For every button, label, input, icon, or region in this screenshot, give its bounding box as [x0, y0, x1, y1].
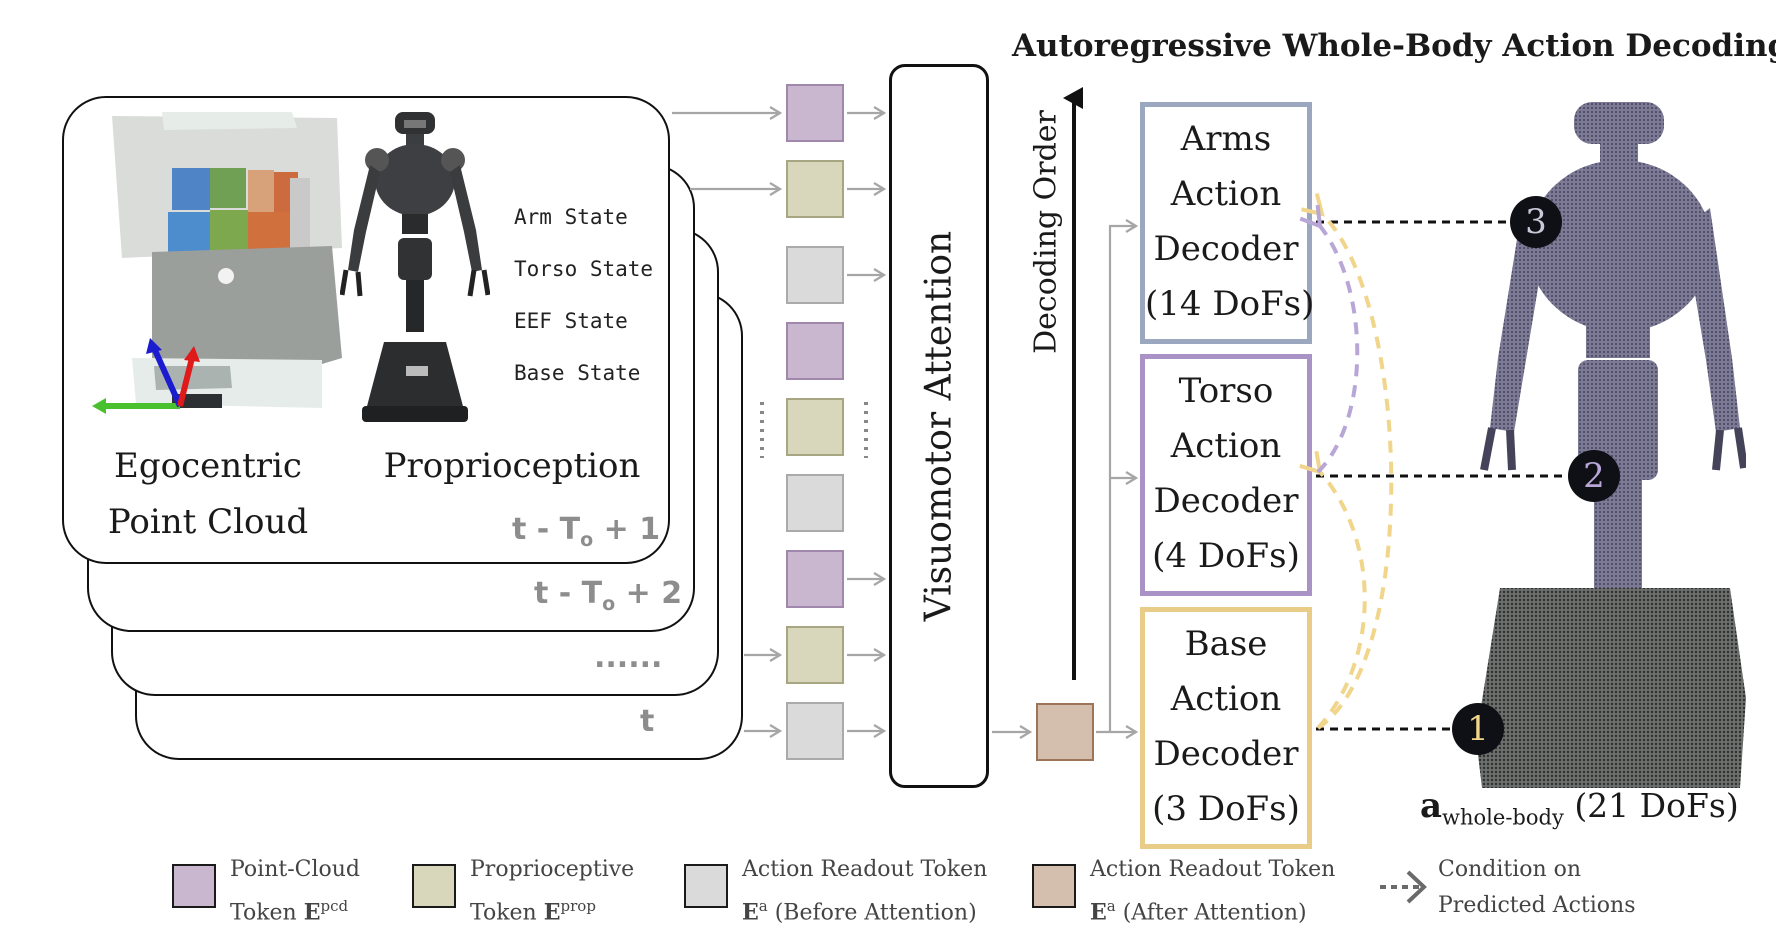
legend-swatch-action-after	[1032, 864, 1076, 908]
frame-label-ellipsis: ......	[594, 640, 663, 675]
whole-body-subscript: whole-body	[1442, 805, 1564, 830]
torso-decoder-line1: Torso	[1178, 371, 1274, 411]
legend-after-line2: Ea (After Attention)	[1090, 888, 1335, 931]
legend-before-line2: Ea (Before Attention)	[742, 888, 987, 931]
base-decoder-line2: Action	[1170, 679, 1282, 719]
visuomotor-attention-label: Visuomotor Attention	[918, 230, 960, 622]
legend-pcd-line2: Token Epcd	[230, 888, 360, 931]
state-label-eef: EEF State	[514, 309, 628, 333]
legend-item-action-before: Action Readout Token Ea (Before Attentio…	[742, 852, 987, 931]
legend-prop-line1: Proprioceptive	[470, 857, 635, 882]
legend-before-symbol: E	[742, 899, 759, 926]
visuomotor-attention-block: Visuomotor Attention	[889, 64, 989, 788]
legend-prop-sup: prop	[560, 897, 596, 915]
legend-swatch-action-before	[684, 864, 728, 908]
legend-condition-line1: Condition on	[1438, 857, 1582, 882]
frame-label-t-minus-To-plus-1: t - To + 1	[512, 512, 660, 551]
legend-prop-symbol: E	[543, 899, 561, 926]
decoding-order-label: Decoding Order	[1028, 110, 1064, 354]
legend-before-sup: a	[758, 897, 768, 915]
arms-decoder-line2: Action	[1170, 174, 1282, 214]
caption-proprioception: Proprioception	[383, 446, 641, 486]
legend-swatch-prop	[412, 864, 456, 908]
base-decoder-line1: Base	[1184, 624, 1268, 664]
whole-body-dofs: (21 DoFs)	[1574, 786, 1739, 825]
base-decoder-line3: Decoder	[1153, 734, 1299, 774]
legend-pcd-text: Token	[230, 900, 304, 926]
state-label-base: Base State	[514, 361, 641, 385]
caption-egocentric: Egocentric	[114, 446, 302, 486]
frame-label-t: t	[640, 704, 655, 739]
token-prop	[786, 398, 844, 456]
token-action	[786, 474, 844, 532]
legend-item-pcd: Point-Cloud Token Epcd	[230, 852, 360, 931]
token-pcd	[786, 322, 844, 380]
order-badge-3: 3	[1510, 196, 1562, 248]
legend-prop-text: Token	[470, 900, 544, 926]
legend-item-prop: Proprioceptive Token Eprop	[470, 852, 634, 931]
whole-body-robot-image	[1476, 102, 1746, 788]
arms-action-decoder: Arms Action Decoder (14 DoFs)	[1140, 102, 1315, 344]
token-pcd	[786, 84, 844, 142]
state-label-arm: Arm State	[514, 205, 628, 229]
legend-condition-line2: Predicted Actions	[1438, 893, 1636, 918]
token-action	[786, 702, 844, 760]
frame-label-1-a: t - T	[512, 512, 581, 547]
token-prop	[786, 626, 844, 684]
frame-label-2-b: + 2	[625, 576, 683, 611]
caption-egocentric-point-cloud: Egocentric Point Cloud	[88, 438, 328, 550]
arms-decoder-line1: Arms	[1180, 119, 1272, 159]
legend-item-action-after: Action Readout Token Ea (After Attention…	[1090, 852, 1335, 931]
legend-after-rest: (After Attention)	[1115, 900, 1307, 926]
legend-pcd-symbol: E	[303, 899, 321, 926]
frame-label-1-b: + 1	[603, 512, 661, 547]
token-prop	[786, 160, 844, 218]
legend-after-symbol: E	[1090, 899, 1107, 926]
legend-pcd-sup: pcd	[320, 897, 349, 915]
legend-swatch-pcd	[172, 864, 216, 908]
order-badge-1: 1	[1452, 703, 1504, 755]
point-cloud-image	[92, 108, 364, 454]
legend-after-sup: a	[1106, 897, 1116, 915]
legend-pcd-line1: Point-Cloud	[230, 857, 361, 882]
legend-before-rest: (Before Attention)	[767, 900, 977, 926]
whole-body-symbol: a	[1420, 786, 1443, 826]
arms-decoder-dofs: (14 DoFs)	[1145, 284, 1315, 324]
robot-image	[340, 112, 490, 422]
legend-before-line1: Action Readout Token	[742, 857, 988, 882]
arms-decoder-line3: Decoder	[1153, 229, 1299, 269]
frame-label-t-minus-To-plus-2: t - To + 2	[534, 576, 682, 615]
frame-label-2-a: t - T	[534, 576, 603, 611]
torso-action-decoder: Torso Action Decoder (4 DoFs)	[1140, 354, 1312, 596]
caption-point-cloud: Point Cloud	[107, 502, 309, 542]
torso-decoder-dofs: (4 DoFs)	[1152, 536, 1300, 576]
order-badge-2: 2	[1568, 450, 1620, 502]
torso-decoder-line3: Decoder	[1153, 481, 1299, 521]
legend-item-condition: Condition on Predicted Actions	[1438, 852, 1636, 924]
token-pcd	[786, 550, 844, 608]
base-action-decoder: Base Action Decoder (3 DoFs)	[1140, 607, 1312, 849]
whole-body-action-label: awhole-body (21 DoFs)	[1420, 786, 1739, 830]
diagram-title: Autoregressive Whole-Body Action Decodin…	[1012, 28, 1776, 64]
token-action	[786, 246, 844, 304]
token-action-after-attention	[1036, 703, 1094, 761]
frame-label-1-sub: o	[580, 529, 594, 551]
base-decoder-dofs: (3 DoFs)	[1152, 789, 1300, 829]
torso-decoder-line2: Action	[1170, 426, 1282, 466]
state-label-torso: Torso State	[514, 257, 654, 281]
legend-after-line1: Action Readout Token	[1090, 857, 1336, 882]
frame-label-2-sub: o	[602, 593, 616, 615]
legend-prop-line2: Token Eprop	[470, 888, 634, 931]
